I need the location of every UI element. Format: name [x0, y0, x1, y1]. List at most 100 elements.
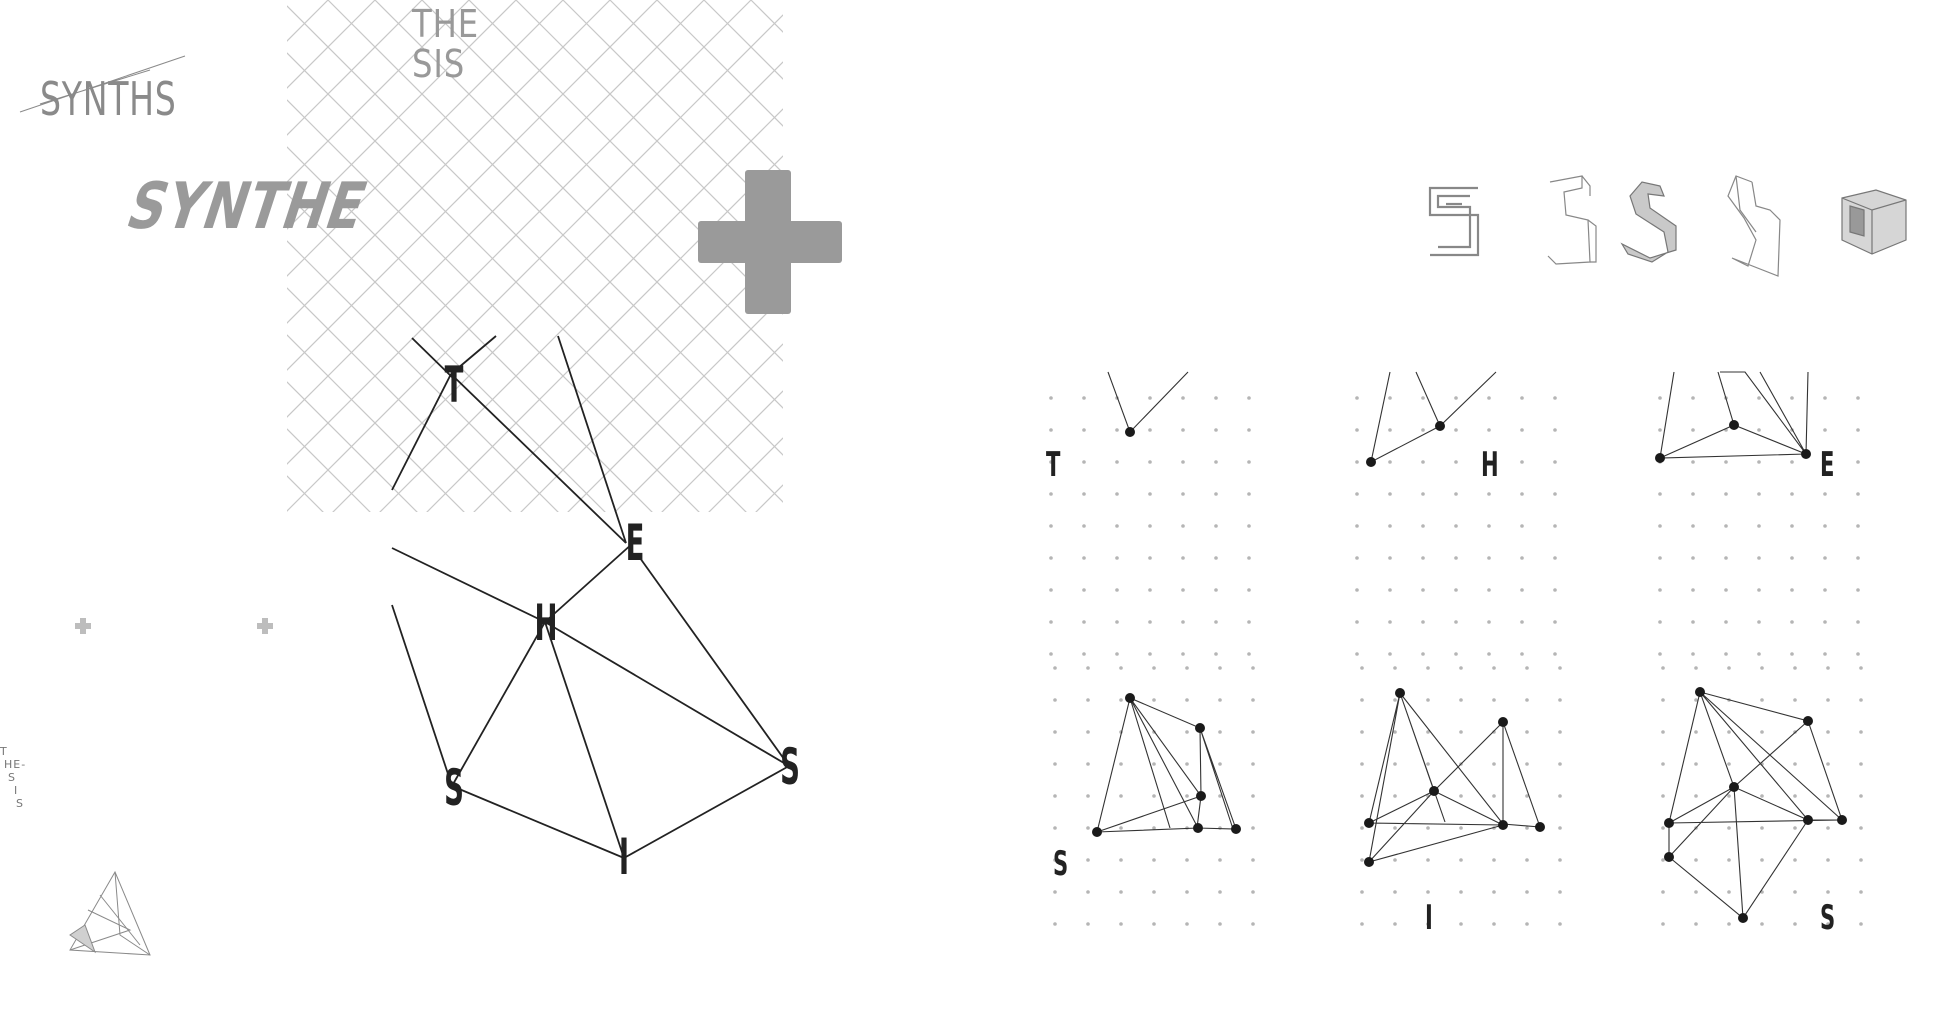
grid-dot: [1525, 890, 1529, 894]
grid-dot: [1661, 826, 1665, 830]
grid-dot: [1856, 620, 1860, 624]
grid-dot: [1181, 620, 1185, 624]
grid-dot: [1823, 556, 1827, 560]
shaded-s-icon: [1620, 181, 1677, 263]
grid-line: [374, 0, 783, 409]
grid-dot: [1360, 698, 1364, 702]
grid-dot: [1558, 826, 1562, 830]
grid-dot: [1214, 620, 1218, 624]
grid-dot: [1049, 588, 1053, 592]
grid-dot: [1053, 858, 1057, 862]
grid-dot: [1393, 858, 1397, 862]
grid-dot: [1826, 666, 1830, 670]
grid-dot: [1218, 922, 1222, 926]
grid-dot: [1185, 730, 1189, 734]
grid-dot: [1115, 556, 1119, 560]
grid-dot: [1492, 922, 1496, 926]
grid-dot: [1148, 588, 1152, 592]
grid-dot: [1115, 460, 1119, 464]
grid-dot: [1856, 428, 1860, 432]
grid-dot: [1049, 428, 1053, 432]
grid-dot: [1661, 922, 1665, 926]
panel-letter-s: S: [1053, 844, 1069, 884]
grid-line: [327, 0, 783, 456]
grid-dot: [1553, 588, 1557, 592]
grid-dot: [1360, 730, 1364, 734]
grid-dot: [1388, 588, 1392, 592]
grid-dot: [1360, 666, 1364, 670]
grid-dot: [1727, 730, 1731, 734]
isometric-cube-icon: [1841, 189, 1907, 255]
grid-dot: [1553, 428, 1557, 432]
grid-dot: [1520, 556, 1524, 560]
grid-dot: [1214, 460, 1218, 464]
grid-dot: [1426, 858, 1430, 862]
grid-dot: [1214, 588, 1218, 592]
grid-dot: [1388, 428, 1392, 432]
grid-dot: [1492, 698, 1496, 702]
grid-dot: [1421, 460, 1425, 464]
grid-dot: [1119, 666, 1123, 670]
grid-dot: [1426, 762, 1430, 766]
grid-dot: [1553, 396, 1557, 400]
grid-dot: [1388, 524, 1392, 528]
grid-dot: [1181, 428, 1185, 432]
grid-dot: [1247, 652, 1251, 656]
grid-dot: [1459, 794, 1463, 798]
grid-dot: [1053, 826, 1057, 830]
grid-dot: [1727, 666, 1731, 670]
grid-dot: [1757, 524, 1761, 528]
grid-dot: [1694, 794, 1698, 798]
grid-dot: [1388, 396, 1392, 400]
grid-dot: [1152, 922, 1156, 926]
grid-dot: [1119, 698, 1123, 702]
grid-dot: [1856, 396, 1860, 400]
grid-dot: [1393, 890, 1397, 894]
grid-dot: [1454, 396, 1458, 400]
grid-dot: [1218, 890, 1222, 894]
grid-dot: [1492, 666, 1496, 670]
grid-dot: [1393, 922, 1397, 926]
grid-dot: [1790, 652, 1794, 656]
grid-dot: [1355, 588, 1359, 592]
grid-line: [562, 0, 783, 221]
grid-dot: [1459, 890, 1463, 894]
grid-dot: [1086, 666, 1090, 670]
grid-dot: [1115, 524, 1119, 528]
grid-dot: [1558, 698, 1562, 702]
grid-dot: [1086, 890, 1090, 894]
grid-dot: [1487, 460, 1491, 464]
grid-dot: [1148, 556, 1152, 560]
grid-dot: [1185, 890, 1189, 894]
grid-dot: [1247, 588, 1251, 592]
grid-dot: [1558, 922, 1562, 926]
grid-dot: [1826, 730, 1830, 734]
grid-dot: [1148, 524, 1152, 528]
grid-dot: [1553, 556, 1557, 560]
grid-dot: [1355, 492, 1359, 496]
grid-dot: [1525, 762, 1529, 766]
grid-dot: [1520, 652, 1524, 656]
grid-dot: [1119, 890, 1123, 894]
grid-dot: [1856, 460, 1860, 464]
grid-dot: [1355, 524, 1359, 528]
grid-dot: [1760, 794, 1764, 798]
grid-dot: [1856, 588, 1860, 592]
grid-dot: [1251, 890, 1255, 894]
grid-dot: [1691, 524, 1695, 528]
triangle-sketch-icon: [69, 870, 151, 956]
grid-dot: [1694, 762, 1698, 766]
grid-dot: [1148, 652, 1152, 656]
grid-dot: [1757, 588, 1761, 592]
grid-dot: [1823, 652, 1827, 656]
grid-dot: [1181, 396, 1185, 400]
outlined-s-icon: [1727, 175, 1781, 277]
grid-line: [287, 193, 606, 512]
grid-dot: [1181, 652, 1185, 656]
grid-dot: [1525, 698, 1529, 702]
grid-dot: [1859, 858, 1863, 862]
grid-dot: [1185, 666, 1189, 670]
graph-letter-s1: S: [444, 759, 464, 817]
panel-letter-i: I: [1425, 898, 1433, 938]
